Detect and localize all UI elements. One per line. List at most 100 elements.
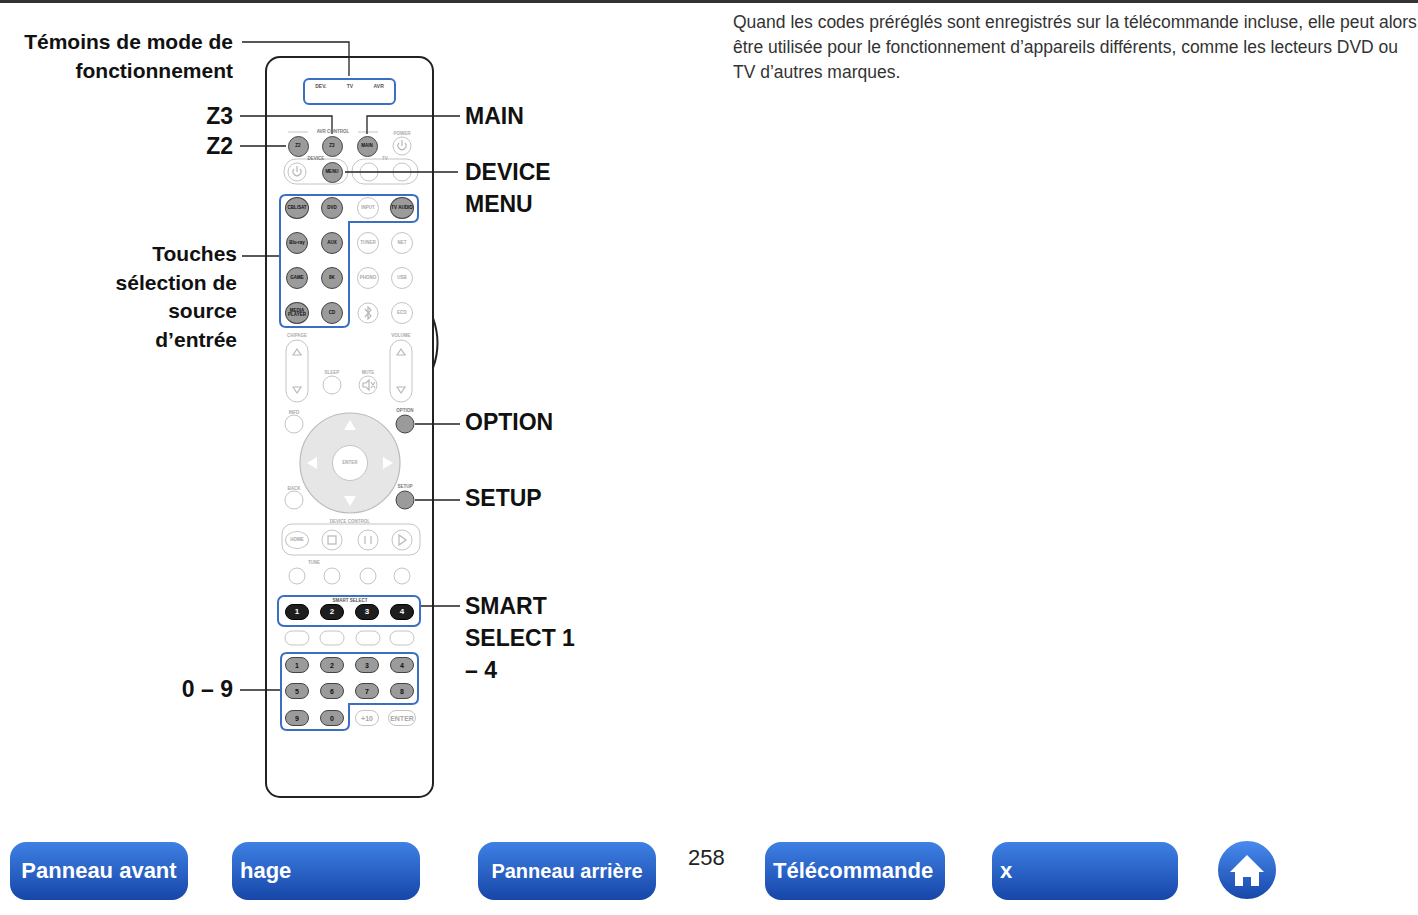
d-pad [300,413,400,513]
remote-print: CH/PAGE [277,333,317,338]
d-pad-arrows [307,420,393,506]
button-label: 3 [365,662,369,669]
callout-outlines [278,195,420,730]
button-label: Z3 [329,144,334,149]
button-label: 2 [330,662,334,669]
callout-label: Témoins de mode de fonctionnement [23,27,233,85]
side-bump [433,318,438,368]
remote-button: ECO [391,302,413,324]
remote-print: SMART SELECT [320,598,380,603]
remote-button: HOME [285,531,309,549]
remote-button: 9 [285,710,309,726]
mode-indicator: DEV.TVAVR [303,78,396,105]
remote-print: OPTION [390,408,420,413]
button-label: AVR [374,83,384,89]
remote-button: PHONO [357,267,379,289]
home-glyph [1230,855,1264,886]
home-icon [1217,840,1277,900]
remote-print: SETUP [390,484,420,489]
remote-button: 3 [355,604,379,620]
remote-print: DEVICE CONTROL [315,519,385,524]
callout-label: 0 – 9 [153,675,233,703]
button-label: 1 [295,608,299,616]
nav-label: Panneau arrière [491,859,642,883]
callout-label: Z3 [173,103,233,129]
remote-button: 8 [390,683,414,699]
callout-label: MAIN [465,102,585,130]
button-label: 4 [400,662,404,669]
button-label: ENTER [390,715,414,722]
button-label: Z2 [295,144,300,149]
button-label: MENU [325,170,338,175]
callout-label: SETUP [465,484,585,512]
light-buttons [282,132,420,645]
remote-button: 7 [355,683,379,699]
button-label: 9 [295,715,299,722]
remote-button: MEDIA PLAYER [285,302,309,324]
nav-button: Panneau avant [10,842,188,900]
remote-button: CD [321,302,343,324]
remote-button: TUNER [357,232,379,254]
callout-label: Z2 [173,133,233,159]
nav-button: hage [232,842,420,900]
leader-lines [240,42,460,690]
nav-label: Panneau avant [21,859,176,883]
button-label: TUNER [360,241,376,246]
remote-button: 2 [320,657,344,673]
remote-body [266,57,433,797]
remote-button: 2 [320,604,344,620]
remote-button: ENTER [332,445,368,481]
remote-button: 4 [390,604,414,620]
remote-button: 8K [321,267,343,289]
button-label: TV AUDIO [391,206,412,211]
button-label: USB [397,276,407,281]
remote-button: AUX [321,232,343,254]
nav-button: Panneau arrière [478,842,656,900]
remote-button: DVD [321,197,343,219]
remote-button: TV AUDIO [390,197,414,219]
nav-button: x [992,842,1178,900]
remote-button: USB [391,267,413,289]
remote-button: NET [391,232,413,254]
remote-button: +10 [355,710,379,726]
remote-button: CBL/SAT [285,197,309,219]
paragraph: Quand les codes préréglés sont enregistr… [733,10,1417,85]
remote-button: 1 [285,604,309,620]
remote-print: TUNE [299,560,329,565]
remote-print: INFO [279,410,309,415]
button-label: 1 [295,662,299,669]
callout-label: SMART SELECT 1 – 4 [465,590,575,686]
remote-button: Z2 [288,136,309,157]
button-label: 2 [330,608,334,616]
button-label: 0 [330,715,334,722]
remote-button: 4 [390,657,414,673]
button-label: CBL/SAT [287,206,306,211]
button-label: ENTER [342,461,357,466]
button-label: 7 [365,688,369,695]
button-label: 3 [365,608,369,616]
button-label: CD [329,311,336,316]
nav-label: x [1000,859,1012,883]
button-glyphs [293,140,406,545]
remote-button: 3 [355,657,379,673]
button-label: INPUT [361,206,375,211]
nav-button: Télécommande [765,842,945,900]
callout-label: OPTION [465,408,585,436]
nav-label: hage [240,859,291,883]
button-label: DVD [327,206,337,211]
header-bar [0,0,1418,3]
remote-button: MENU [322,162,343,183]
button-label: 5 [295,688,299,695]
remote-print: POWER [382,131,422,136]
button-label: 8 [400,688,404,695]
remote-button: 6 [320,683,344,699]
page-number: 258 [688,845,738,871]
button-label: TV [347,83,353,89]
remote-print: AVR CONTROL [303,129,363,134]
remote-button: INPUT [357,197,379,219]
button-label: 6 [330,688,334,695]
remote-button: Blu-ray [286,232,308,254]
button-label: MAIN [361,144,373,149]
remote-button: GAME [286,267,308,289]
